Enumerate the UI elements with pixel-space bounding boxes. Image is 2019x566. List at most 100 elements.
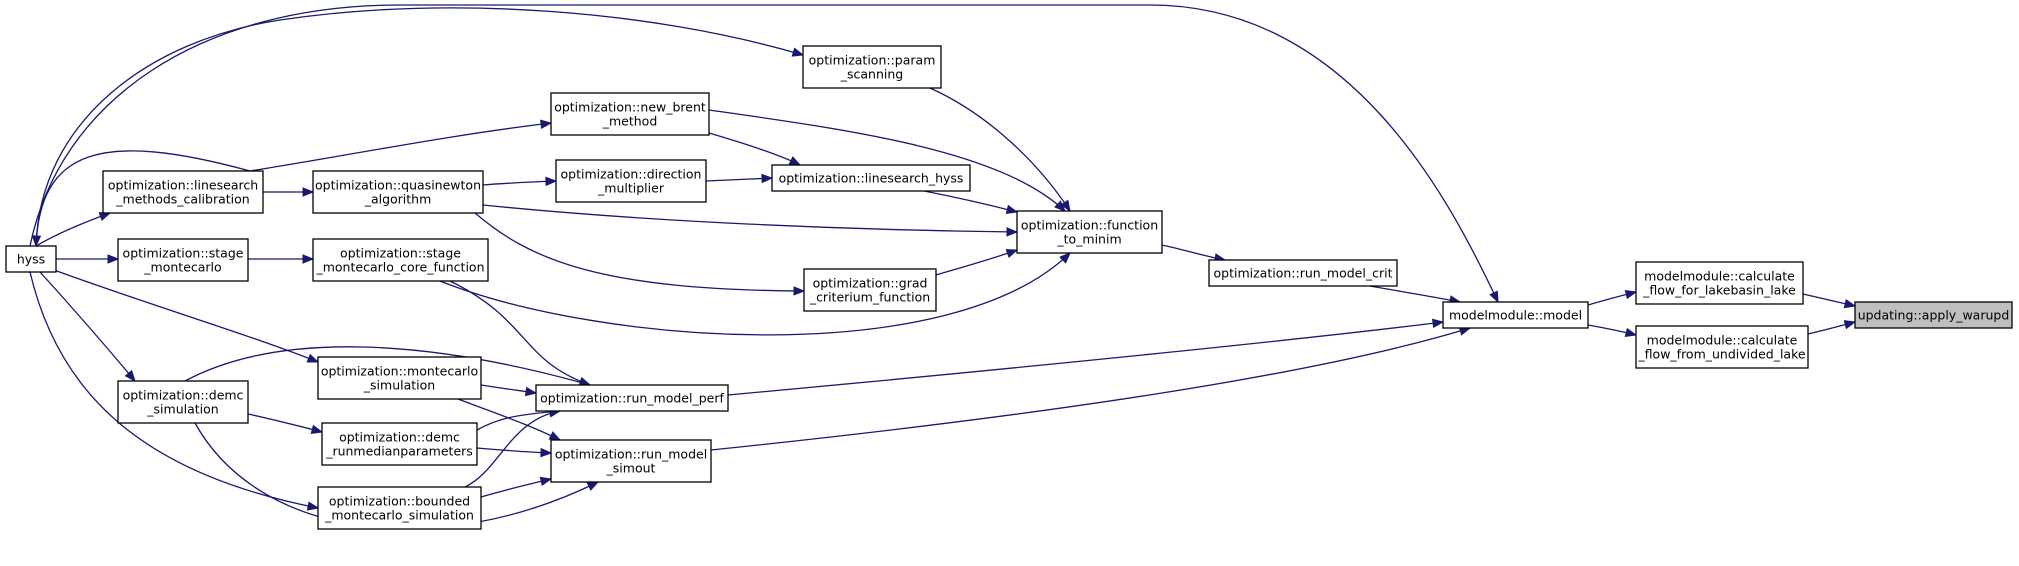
arrowhead-icon: [540, 119, 553, 129]
edge-line: [935, 249, 1018, 276]
node-label: optimization::run_model_perf: [540, 391, 724, 406]
node-bounded-mc[interactable]: optimization::bounded_montecarlo_simulat…: [317, 486, 482, 530]
edge-ls_hyss-to-func_minim: [923, 190, 1019, 214]
node-stage-core[interactable]: optimization::stage_montecarlo_core_func…: [312, 238, 489, 282]
node-direction[interactable]: optimization::direction_multiplier: [555, 159, 707, 203]
edge-line: [708, 132, 801, 166]
node-box: [1442, 301, 1589, 329]
edge-direction-to-ls_hyss: [705, 173, 774, 184]
node-quasinewton[interactable]: optimization::quasinewton_algorithm: [312, 170, 484, 214]
node-model[interactable]: modelmodule::model: [1442, 301, 1589, 329]
edge-line: [35, 7, 804, 247]
arrowhead-icon: [306, 353, 320, 363]
node-demc-runmed[interactable]: optimization::demc_runmedianparameters: [321, 422, 478, 466]
node-hyss[interactable]: hyss: [5, 245, 57, 273]
arrowhead-icon: [98, 212, 112, 222]
edge-hyss-to-ls_calib: [35, 212, 112, 247]
node-box: [321, 422, 478, 466]
edge-run_perf-to-model: [727, 318, 1445, 396]
edge-calc_lakebasin-to-apply_warupd: [1802, 293, 1857, 309]
edge-line: [53, 269, 319, 363]
edge-line: [464, 410, 561, 488]
arrowhead-icon: [302, 187, 315, 197]
edge-new_brent-to-ls_hyss: [708, 132, 802, 166]
node-label: optimization::run_model_crit: [1214, 266, 1393, 281]
edge-line: [457, 398, 561, 441]
node-label: optimization::demc: [123, 388, 244, 403]
edge-line: [35, 150, 251, 247]
edge-line: [710, 327, 1471, 451]
node-ls-calib[interactable]: optimization::linesearch_methods_calibra…: [102, 170, 264, 214]
node-demc-sim[interactable]: optimization::demc_simulation: [117, 380, 249, 424]
edge-line: [247, 413, 323, 433]
node-box: [317, 486, 482, 530]
edge-line: [476, 410, 561, 431]
edge-line: [480, 478, 552, 498]
edge-bounded_mc-to-run_simout: [480, 476, 553, 498]
node-box: [550, 439, 712, 483]
node-run-perf[interactable]: optimization::run_model_perf: [535, 384, 729, 412]
edge-line: [708, 109, 1066, 212]
edge-quasinewton-to-direction: [482, 176, 558, 187]
edge-hyss-to-stage_mc: [56, 254, 120, 264]
node-new-brent[interactable]: optimization::new_brent_method: [550, 92, 710, 136]
arrowhead-icon: [1624, 289, 1638, 300]
node-label: optimization::run_model: [555, 447, 707, 462]
node-box: [312, 238, 489, 282]
node-label: optimization::stage: [123, 246, 244, 261]
graph-nodes: hyss optimization::linesearch_methods_cal…: [5, 45, 2013, 530]
node-label: optimization::param: [809, 53, 936, 68]
node-box: [1635, 261, 1804, 305]
node-box: [1208, 259, 1398, 287]
node-stage-mc[interactable]: optimization::stage_montecarlo: [117, 238, 249, 282]
arrowhead-icon: [524, 386, 538, 397]
node-ls-hyss[interactable]: optimization::linesearch_hyss: [771, 164, 971, 192]
arrowhead-icon: [1005, 204, 1019, 214]
node-apply-warupd[interactable]: updating::apply_warupd: [1854, 301, 2013, 329]
node-calc-undivided[interactable]: modelmodule::calculate_flow_from_undivid…: [1635, 325, 1809, 369]
node-label: _runmedianparameters: [325, 444, 473, 459]
edge-run_crit-to-model: [1369, 285, 1462, 305]
edge-line: [29, 271, 319, 509]
node-box: [1635, 325, 1809, 369]
node-grad-crit[interactable]: optimization::grad_criterium_function: [803, 268, 937, 312]
node-mc-sim[interactable]: optimization::montecarlo_simulation: [317, 356, 482, 400]
node-box: [1016, 210, 1163, 254]
node-box: [102, 170, 264, 214]
node-label: optimization::linesearch_hyss: [779, 171, 964, 186]
node-label: _flow_for_lakebasin_lake: [1642, 283, 1796, 298]
node-box: [317, 356, 482, 400]
node-label: optimization::direction: [561, 167, 702, 182]
node-box: [535, 384, 729, 412]
arrowhead-icon: [1005, 249, 1019, 259]
node-label: modelmodule::model: [1449, 308, 1582, 323]
node-func-minim[interactable]: optimization::function_to_minim: [1016, 210, 1163, 254]
arrowhead-icon: [539, 476, 553, 486]
node-label: updating::apply_warupd: [1858, 308, 2010, 323]
node-label: optimization::function: [1021, 218, 1158, 233]
node-label: _montecarlo_core_function: [315, 260, 484, 275]
node-run-simout[interactable]: optimization::run_model_simout: [550, 439, 712, 483]
edge-hyss-to-model: [29, 4, 1499, 304]
arrowhead-icon: [793, 286, 806, 296]
node-label: _criterium_function: [809, 290, 930, 305]
edge-model-to-calc_lakebasin: [1587, 289, 1638, 306]
edge-run_simout-to-model: [710, 326, 1472, 451]
edge-mc_sim-to-run_perf: [480, 384, 538, 397]
node-label: _multiplier: [597, 181, 665, 196]
node-label: optimization::demc: [339, 430, 460, 445]
node-box: [5, 245, 57, 273]
edge-hyss-to-demc_sim: [39, 271, 136, 383]
arrowhead-icon: [1060, 199, 1071, 213]
edge-line: [449, 280, 591, 386]
edge-line: [474, 212, 805, 292]
arrowhead-icon: [1843, 320, 1857, 330]
edge-hyss-to-param_scan: [35, 7, 805, 247]
node-label: _simulation: [146, 402, 218, 417]
edge-line: [923, 190, 1018, 213]
node-calc-lakebasin[interactable]: modelmodule::calculate_flow_for_lakebasi…: [1635, 261, 1804, 305]
edge-ls_calib-to-new_brent: [249, 119, 553, 172]
node-run-crit[interactable]: optimization::run_model_crit: [1208, 259, 1398, 287]
node-param-scan[interactable]: optimization::param_scanning: [802, 45, 942, 89]
node-label: optimization::quasinewton: [315, 178, 481, 193]
